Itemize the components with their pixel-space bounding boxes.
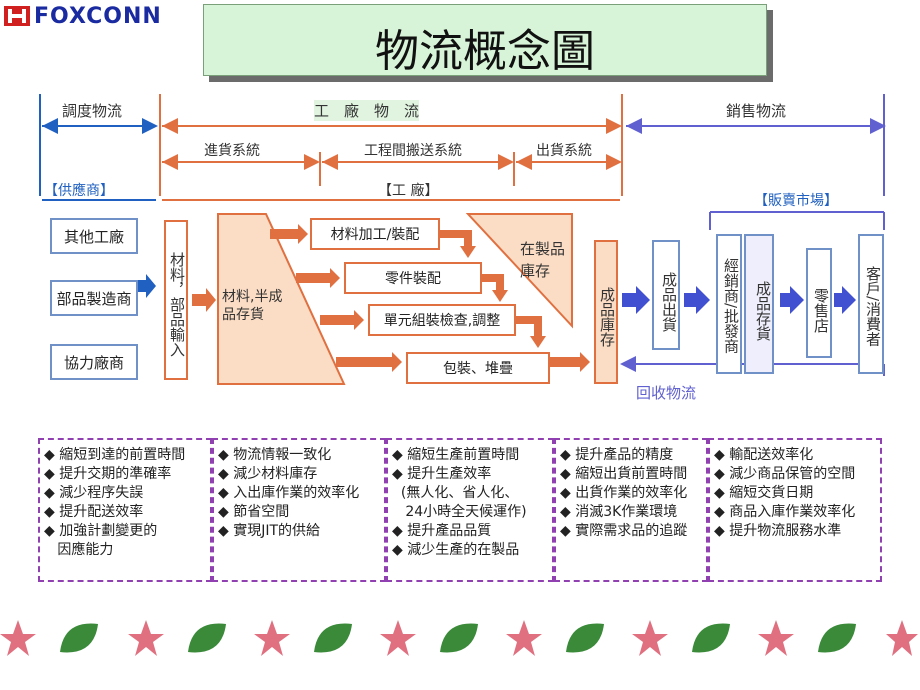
inbound-system-label: 進貨系統	[204, 143, 260, 159]
supplier-partner: 協力廠商	[50, 344, 138, 380]
foxconn-logo-text: FOXCONN	[34, 4, 162, 29]
benefit-item: ◆ 縮短交貨日期	[714, 485, 814, 501]
benefit-item: (無人化、省人化、	[400, 485, 519, 501]
star-icon	[886, 620, 918, 656]
benefit-item: ◆ 加強計劃變更的	[44, 523, 158, 539]
star-icon	[380, 620, 416, 656]
shipment-box: 成品出貨	[652, 240, 680, 350]
benefit-item: ◆ 輸配送效率化	[714, 447, 814, 463]
benefits-col-dispatch: ◆ 縮短到達的前置時間 ◆ 提升交期的準確率 ◆ 減少程序失誤 ◆ 提升配送效率…	[38, 438, 212, 582]
leaf-icon	[440, 623, 478, 653]
leaf-icon	[692, 623, 730, 653]
star-icon	[128, 620, 164, 656]
benefit-item: ◆ 入出庫作業的效率化	[218, 485, 360, 501]
benefit-item: 24小時全天候運作)	[405, 504, 527, 520]
customer-box: 客戶/消費者	[858, 234, 884, 374]
benefit-item: ◆ 出貨作業的效率化	[560, 485, 688, 501]
supplier-parts-maker: 部品製造商	[50, 280, 138, 316]
diagram-lines	[39, 94, 886, 385]
page-title: 物流概念圖	[375, 26, 595, 77]
wip-stock-label: 在製品庫存	[520, 240, 566, 280]
benefits-col-outbound: ◆ 提升產品的精度 ◆ 縮短出貨前置時間 ◆ 出貨作業的效率化 ◆ 消滅3K作業…	[554, 438, 708, 582]
semi-stock-label: 材料,半成品存貨	[222, 289, 283, 323]
benefits-col-production: ◆ 縮短生產前置時間 ◆ 提升生產效率 (無人化、省人化、 24小時全天候運作)…	[386, 438, 554, 582]
process-unit-inspection: 單元組裝檢查,調整	[368, 304, 516, 336]
benefit-item: ◆ 減少材料庫存	[218, 466, 318, 482]
benefit-item: ◆ 商品入庫作業效率化	[714, 504, 856, 520]
benefit-item: 因應能力	[57, 542, 114, 558]
benefit-item: ◆ 節省空間	[218, 504, 290, 520]
foxconn-logo: FOXCONN	[4, 4, 194, 29]
market-section-label: 【販賣市場】	[754, 193, 838, 209]
star-icon	[506, 620, 542, 656]
benefit-item: ◆ 縮短到達的前置時間	[44, 447, 186, 463]
leaf-icon	[60, 623, 98, 653]
diagram-panel: 調度物流 工 廠 物 流 銷售物流 進貨系統 工程間搬送系統 出貨系統 【供應商…	[38, 90, 886, 398]
dispatch-logistics-label: 調度物流	[62, 102, 123, 120]
material-input-box: 材料，部品輸入	[164, 220, 188, 380]
star-icon	[254, 620, 290, 656]
benefit-item: ◆ 縮短出貨前置時間	[560, 466, 688, 482]
benefit-item: ◆ 提升配送效率	[44, 504, 144, 520]
benefit-item: ◆ 減少程序失誤	[44, 485, 144, 501]
leaf-icon	[818, 623, 856, 653]
transfer-system-label: 工程間搬送系統	[364, 143, 462, 159]
decorative-border	[0, 620, 918, 656]
leaf-icon	[566, 623, 604, 653]
benefit-item: ◆ 實際需求品的追蹤	[560, 523, 688, 539]
process-packing: 包裝、堆疊	[406, 352, 550, 384]
supplier-other-factory: 其他工廠	[50, 218, 138, 254]
factory-section-label: 【工 廠】	[378, 183, 439, 199]
benefit-item: ◆ 提升產品品質	[392, 523, 492, 539]
sales-logistics-label: 銷售物流	[726, 102, 787, 120]
distributor-box: 經銷商/批發商	[716, 234, 742, 374]
finished-stock-box: 成品庫存	[594, 240, 618, 384]
benefit-item: ◆ 縮短生產前置時間	[392, 447, 520, 463]
factory-logistics-label: 工 廠 物 流	[314, 100, 420, 121]
benefit-item: ◆ 消滅3K作業環境	[560, 504, 678, 520]
benefit-item: ◆ 提升物流服務水準	[714, 523, 842, 539]
title-box: 物流概念圖	[203, 4, 767, 77]
process-parts-assembly: 零件裝配	[344, 262, 482, 294]
supplier-section-label: 【供應商】	[44, 183, 114, 199]
benefit-item: ◆ 減少商品保管的空間	[714, 466, 856, 482]
benefits-panel: ◆ 縮短到達的前置時間 ◆ 提升交期的準確率 ◆ 減少程序失誤 ◆ 提升配送效率…	[38, 438, 882, 582]
leaf-icon	[314, 623, 352, 653]
process-material-assembly: 材料加工/裝配	[310, 218, 440, 250]
benefit-item: ◆ 物流情報一致化	[218, 447, 332, 463]
product-stock-box: 成品存貨	[744, 234, 774, 374]
recycle-logistics-label: 回收物流	[636, 384, 697, 402]
benefits-col-sales: ◆ 輸配送效率化 ◆ 減少商品保管的空間 ◆ 縮短交貨日期 ◆ 商品入庫作業效率…	[708, 438, 882, 582]
leaf-icon	[188, 623, 226, 653]
benefit-item: ◆ 實現JIT的供給	[218, 523, 321, 539]
benefit-item: ◆ 提升生產效率	[392, 466, 492, 482]
benefits-col-inbound: ◆ 物流情報一致化 ◆ 減少材料庫存 ◆ 入出庫作業的效率化 ◆ 節省空間 ◆ …	[212, 438, 386, 582]
foxconn-mark-icon	[4, 6, 30, 26]
benefit-item: ◆ 減少生產的在製品	[392, 542, 520, 558]
star-icon	[758, 620, 794, 656]
benefit-item: ◆ 提升產品的精度	[560, 447, 674, 463]
outbound-system-label: 出貨系統	[536, 143, 592, 159]
retail-store-box: 零售店	[806, 248, 832, 358]
star-icon	[0, 620, 36, 656]
benefit-item: ◆ 提升交期的準確率	[44, 466, 172, 482]
star-icon	[632, 620, 668, 656]
